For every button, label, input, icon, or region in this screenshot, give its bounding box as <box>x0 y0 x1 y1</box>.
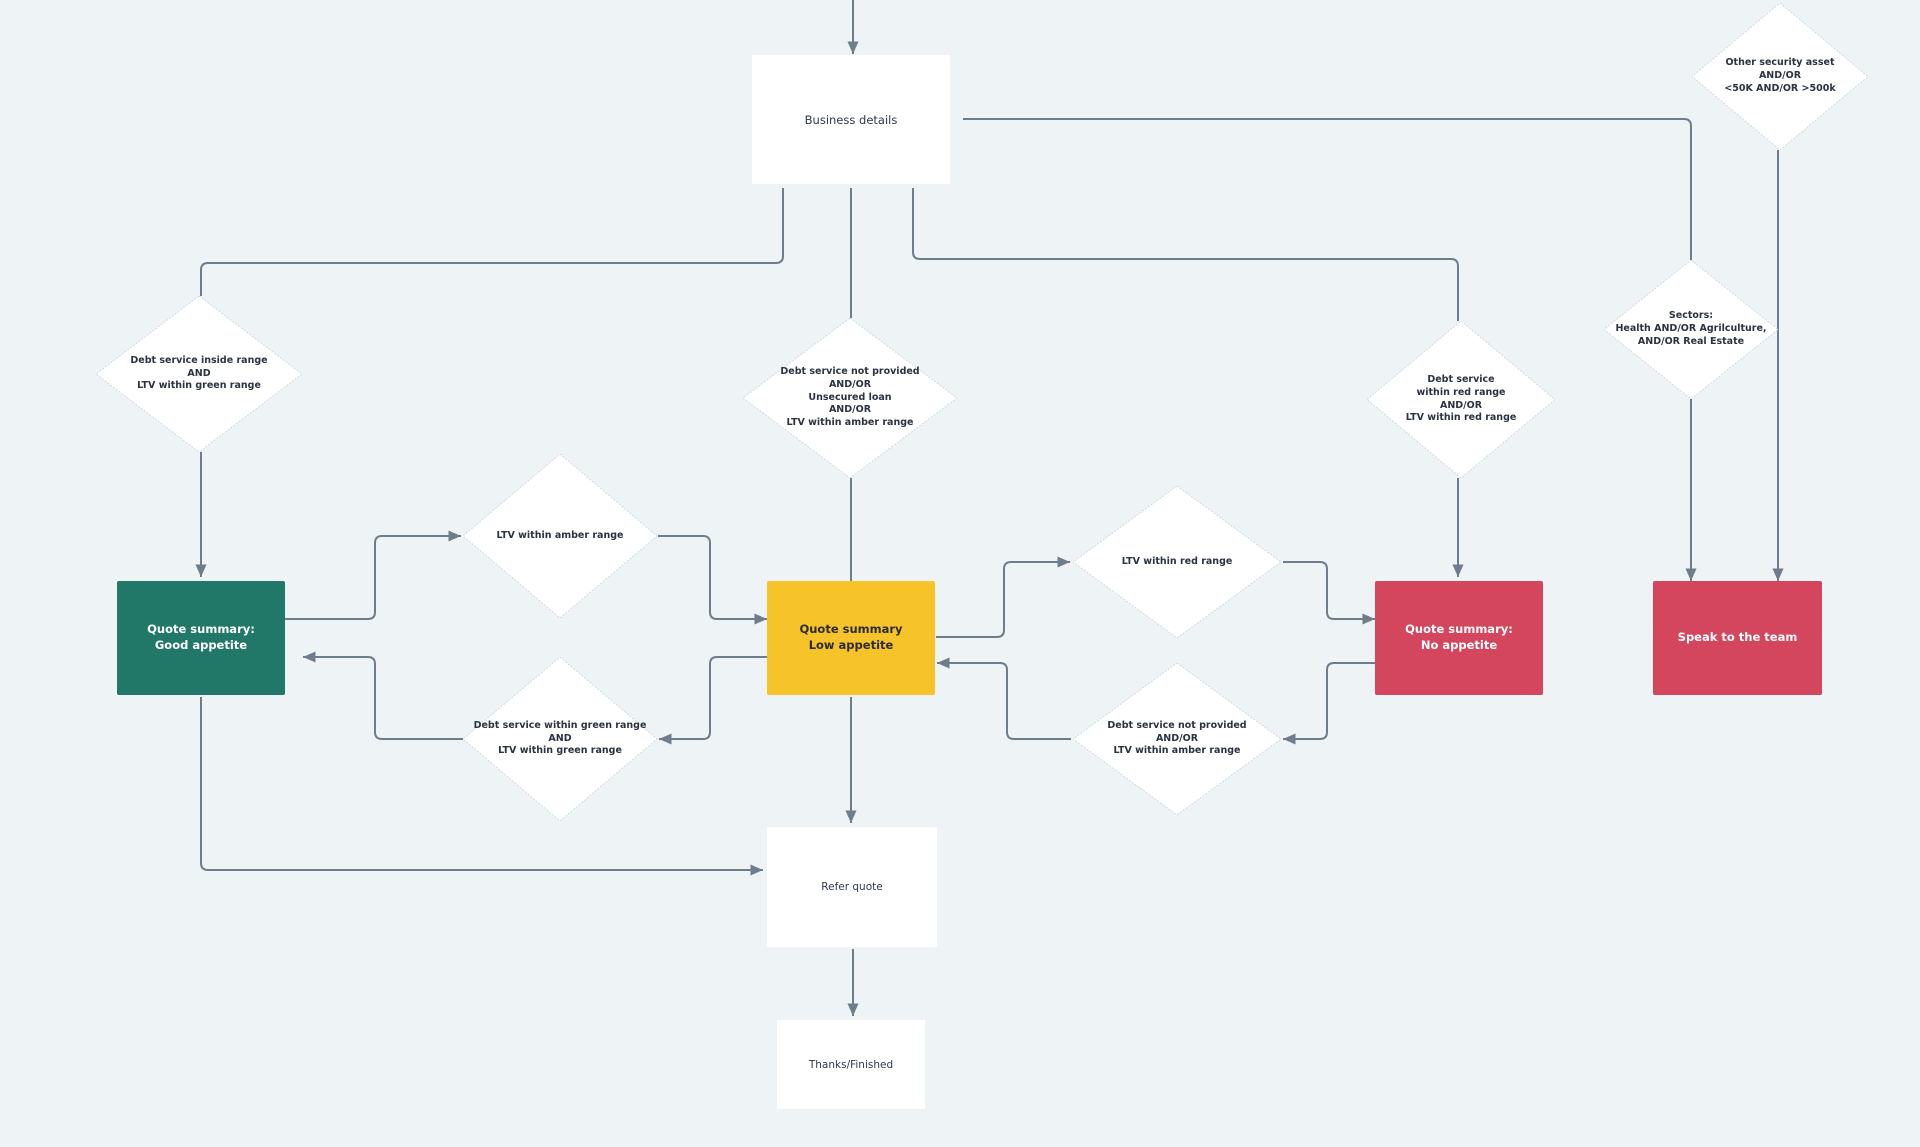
edge-ltv-red-to-no <box>1283 561 1375 625</box>
decision-label: LTV within amber range <box>496 529 624 541</box>
edge-ltv-amber-to-low <box>658 535 767 625</box>
decision-label: Debt service not provided AND/OR Unsecur… <box>780 365 920 429</box>
decision-label: Debt service not provided AND/OR LTV wit… <box>1107 719 1247 757</box>
decision-label: Debt service within green range AND LTV … <box>473 719 647 757</box>
edge-good-to-ltv-amber <box>285 530 461 620</box>
quote-summary-no-node[interactable]: Quote summary: No appetite <box>1375 581 1543 695</box>
decision-sectors[interactable]: Sectors: Health AND/OR Agrilculture, AND… <box>1604 260 1778 399</box>
decision-debt-green-ltv-green[interactable]: Debt service within green range AND LTV … <box>463 657 657 821</box>
edge-business-to-debt-green <box>200 188 784 296</box>
business-details-node[interactable]: Business details <box>752 55 950 184</box>
decision-label: Sectors: Health AND/OR Agrilculture, AND… <box>1615 310 1767 347</box>
decision-debt-not-provided-unsecured[interactable]: Debt service not provided AND/OR Unsecur… <box>743 318 957 478</box>
thanks-finished-node[interactable]: Thanks/Finished <box>777 1020 925 1109</box>
quote-summary-low-node[interactable]: Quote summary Low appetite <box>767 581 935 695</box>
decision-debt-inside-green[interactable]: Debt service inside range AND LTV within… <box>96 296 302 452</box>
decision-debt-not-provided-amber[interactable]: Debt service not provided AND/OR LTV wit… <box>1073 663 1281 815</box>
decision-label: Other security asset AND/OR <50K AND/OR … <box>1724 57 1836 94</box>
edge-debt-green-ltv-to-good <box>303 651 463 740</box>
edge-no-to-debt-amber <box>1283 662 1375 745</box>
decision-label: Debt service inside range AND LTV within… <box>130 354 268 392</box>
edge-debt-amber-to-low <box>937 657 1071 740</box>
decision-label: Debt service within red range AND/OR LTV… <box>1405 373 1517 424</box>
speak-to-team-node[interactable]: Speak to the team <box>1653 581 1822 695</box>
decision-ltv-red[interactable]: LTV within red range <box>1073 486 1281 638</box>
decision-label: LTV within red range <box>1121 555 1233 567</box>
refer-quote-node[interactable]: Refer quote <box>767 827 937 947</box>
edge-business-to-debt-red <box>912 188 1459 321</box>
decision-other-security[interactable]: Other security asset AND/OR <50K AND/OR … <box>1692 3 1868 150</box>
decision-debt-red[interactable]: Debt service within red range AND/OR LTV… <box>1367 321 1555 478</box>
edge-low-to-ltv-red <box>936 556 1070 638</box>
quote-summary-good-node[interactable]: Quote summary: Good appetite <box>117 581 285 695</box>
edge-business-to-sectors <box>963 118 1692 260</box>
decision-ltv-amber[interactable]: LTV within amber range <box>463 454 657 618</box>
edge-low-to-debt-green-ltv <box>659 656 767 745</box>
